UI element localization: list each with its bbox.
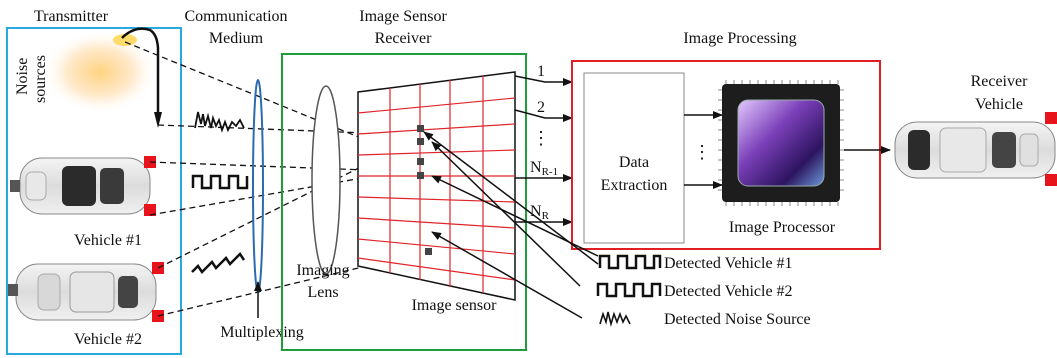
output-dots: ⋮ bbox=[532, 128, 550, 148]
image-processing-header: Image Processing bbox=[683, 30, 796, 47]
sensor-receiver-header-line1: Image Sensor bbox=[359, 8, 447, 25]
vehicle-2-label: Vehicle #2 bbox=[74, 331, 142, 348]
noise-waveform bbox=[194, 111, 245, 133]
vehicle-1-bottom-light bbox=[144, 204, 156, 216]
vehicle-1-label: Vehicle #1 bbox=[74, 232, 142, 249]
extraction-to-processor-arrows bbox=[684, 111, 723, 189]
output-nr-label: NR bbox=[530, 203, 550, 222]
imaging-lens-label-line2: Lens bbox=[307, 284, 338, 301]
output-2-label: 2 bbox=[537, 99, 545, 116]
vehicle-1-waveform bbox=[191, 174, 249, 190]
receiver-bottom-light bbox=[1045, 174, 1057, 186]
detected-noise-label: Detected Noise Source bbox=[664, 311, 811, 328]
detected-vehicle-2-waveform bbox=[596, 282, 662, 298]
detection-arrows bbox=[423, 131, 599, 319]
medium-lens bbox=[252, 79, 264, 293]
transmitter-header: Transmitter bbox=[34, 8, 109, 25]
image-sensor-grid bbox=[357, 71, 516, 301]
image-processor-label: Image Processor bbox=[729, 219, 836, 236]
receiver-vehicle-header-line1: Receiver bbox=[971, 73, 1029, 90]
output-1-label: 1 bbox=[537, 63, 545, 80]
processing-dots: ⋮ bbox=[693, 142, 711, 162]
image-sensor-label: Image sensor bbox=[412, 297, 498, 314]
detected-noise-waveform bbox=[599, 311, 631, 328]
receiver-top-light bbox=[1045, 112, 1057, 124]
detected-vehicle-2-label: Detected Vehicle #2 bbox=[664, 283, 793, 300]
receiver-box bbox=[281, 53, 527, 351]
vehicle-2-waveform bbox=[191, 252, 246, 274]
image-processor-chip bbox=[718, 80, 844, 206]
detected-vehicle-1-label: Detected Vehicle #1 bbox=[664, 255, 793, 272]
data-extraction-box bbox=[583, 72, 685, 244]
imaging-lens-label-line1: Imaging bbox=[296, 262, 349, 279]
comm-medium-header-line1: Communication bbox=[184, 8, 287, 25]
noise-sources-label-line2: sources bbox=[32, 55, 49, 103]
detected-vehicle-1-waveform bbox=[598, 254, 662, 270]
output-nr1-label: NR-1 bbox=[530, 159, 558, 178]
receiver-vehicle-header-line2: Vehicle bbox=[975, 96, 1023, 113]
vehicle-2-car bbox=[8, 262, 164, 322]
processing-box bbox=[571, 60, 881, 250]
transmitter-box bbox=[6, 27, 182, 355]
comm-medium-header-line2: Medium bbox=[209, 30, 264, 47]
data-extraction-label-line1: Data bbox=[619, 154, 649, 171]
noise-sources-label-line1: Noise bbox=[14, 58, 31, 95]
vehicle-1-car bbox=[10, 156, 156, 216]
data-extraction-label-line2: Extraction bbox=[601, 177, 668, 194]
receiver-vehicle-car bbox=[894, 112, 1057, 186]
sensor-output-lines bbox=[514, 75, 573, 226]
sensor-receiver-header-line2: Receiver bbox=[375, 30, 433, 47]
multiplexing-label: Multiplexing bbox=[220, 324, 304, 341]
imaging-lens bbox=[311, 85, 341, 275]
street-light-noise-source bbox=[45, 27, 162, 128]
